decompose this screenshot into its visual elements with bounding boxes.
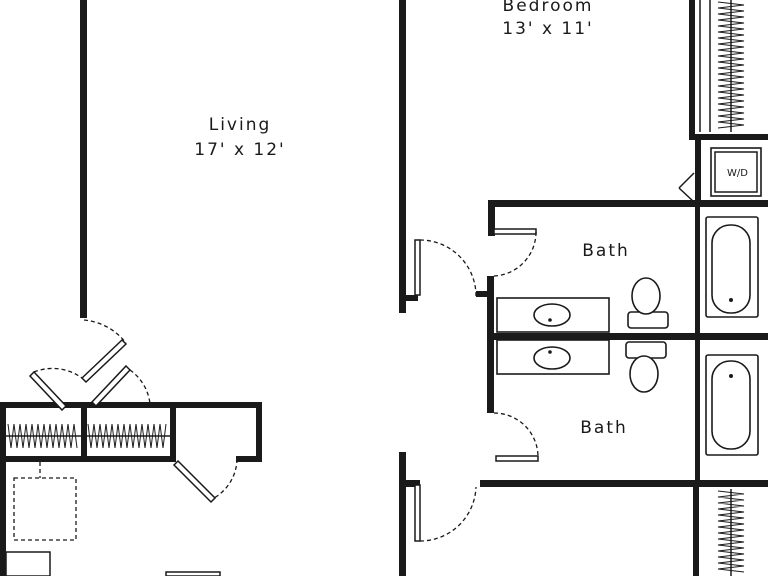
doors bbox=[28, 172, 695, 542]
bedroom-size: 13' x 11' bbox=[502, 19, 593, 39]
living-size: 17' x 12' bbox=[194, 140, 285, 160]
lower-bath-fixtures bbox=[496, 339, 759, 456]
kitchen-fixtures bbox=[5, 462, 221, 576]
living-label: Living bbox=[209, 115, 272, 135]
washer-dryer: W/D bbox=[710, 147, 762, 197]
washer-dryer-label: W/D bbox=[727, 168, 748, 179]
upper-bath-label: Bath bbox=[582, 241, 630, 261]
upper-bath-fixtures bbox=[496, 216, 759, 333]
lower-bath-label: Bath bbox=[580, 418, 628, 438]
bedroom-label: Bedroom bbox=[503, 0, 594, 16]
closet-hangers bbox=[6, 0, 745, 576]
